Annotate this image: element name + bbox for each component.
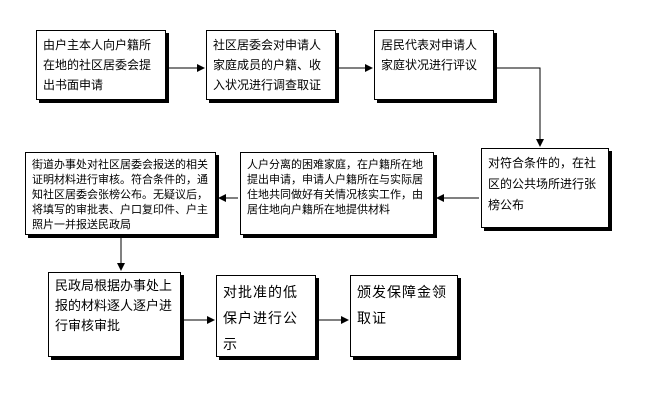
arrow-3-to-4 xyxy=(497,67,544,147)
step-4-text: 对符合条件的，在社区的公共场所进行张榜公布 xyxy=(488,156,597,212)
step-3-box: 居民代表对申请人家庭状况进行评议 xyxy=(374,30,494,100)
step-8-text: 对批准的低保户进行公示 xyxy=(223,285,298,353)
step-8-box: 对批准的低保户进行公示 xyxy=(216,275,316,357)
step-5-text: 人户分离的困难家庭，在户籍所在地提出申请，申请人户籍所在与实际居住地共同做好有关… xyxy=(247,158,423,216)
step-4-box: 对符合条件的，在社区的公共场所进行张榜公布 xyxy=(481,148,609,228)
step-7-box: 民政局根据办事处上报的材料逐人逐户进行审核审批 xyxy=(48,272,181,357)
step-1-box: 由户主本人向户籍所在地的社区居委会提出书面申请 xyxy=(36,30,166,100)
step-5-box: 人户分离的困难家庭，在户籍所在地提出申请，申请人户籍所在与实际居住地共同做好有关… xyxy=(240,152,434,235)
step-6-box: 街道办事处对社区居委会报送的相关证明材料进行审核。符合条件的，通知社区居委会张榜… xyxy=(25,152,216,235)
step-6-text: 街道办事处对社区居委会报送的相关证明材料进行审核。符合条件的，通知社区居委会张榜… xyxy=(32,158,208,231)
step-3-text: 居民代表对申请人家庭状况进行评议 xyxy=(381,38,478,72)
step-9-box: 颁发保障金领取证 xyxy=(350,275,458,357)
step-1-text: 由户主本人向户籍所在地的社区居委会提出书面申请 xyxy=(43,38,152,92)
step-7-text: 民政局根据办事处上报的材料逐人逐户进行审核审批 xyxy=(55,279,173,334)
step-2-box: 社区居委会对申请人家庭成员的户籍、收入状况进行调查取证 xyxy=(206,30,336,100)
step-2-text: 社区居委会对申请人家庭成员的户籍、收入状况进行调查取证 xyxy=(213,38,322,92)
step-9-text: 颁发保障金领取证 xyxy=(357,285,447,327)
